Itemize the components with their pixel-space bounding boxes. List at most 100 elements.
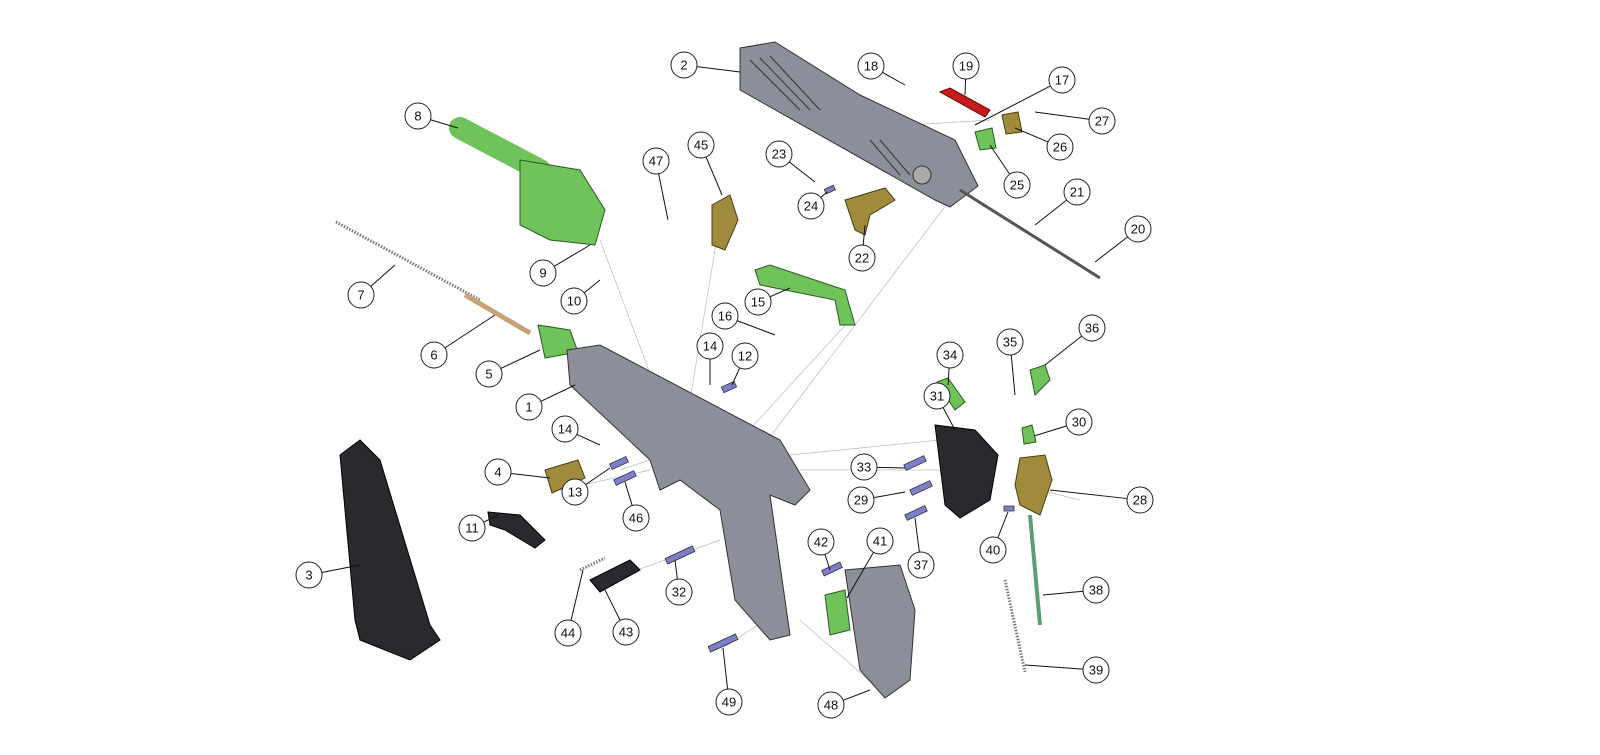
leader-line [846,552,874,599]
balloon-21: 21 [1063,178,1091,206]
balloon-14: 14 [696,332,724,360]
leader-line [862,224,866,246]
takedown-part [544,459,586,494]
balloon-44: 44 [554,619,582,647]
balloon-label: 14 [703,339,717,354]
balloon-label: 32 [672,585,686,600]
leader-line [964,78,967,96]
leader-line [540,384,576,402]
leader-line [873,491,906,499]
balloon-26: 26 [1046,133,1074,161]
slide-stop-part [711,194,739,251]
balloon-31: 31 [923,382,951,410]
leader-line [583,279,601,294]
balloon-25: 25 [1003,171,1031,199]
extractor-part [938,87,991,118]
balloon-12: 12 [731,342,759,370]
leader-line [321,564,361,573]
leader-line [989,144,1011,175]
leader-line [705,156,723,196]
leader-line [604,589,621,621]
balloon-41: 41 [866,527,894,555]
magazine-part [339,439,441,661]
leader-line [483,514,499,523]
balloon-label: 34 [943,348,957,363]
balloon-label: 5 [485,367,492,382]
balloon-40: 40 [979,536,1007,564]
balloon-label: 35 [1003,335,1017,350]
balloon-17: 17 [1048,66,1076,94]
barrel-part [519,159,606,246]
leader-line [624,481,633,506]
leader-lines [321,66,1128,701]
frame-part [566,344,811,641]
balloon-label: 49 [722,695,736,710]
part-22 [844,187,896,236]
balloon-36: 36 [1078,314,1106,342]
balloon-5: 5 [475,360,503,388]
balloon-label: 30 [1072,415,1086,430]
balloon-39: 39 [1082,656,1110,684]
balloon-label: 17 [1055,73,1069,88]
balloon-label: 29 [854,493,868,508]
balloon-42: 42 [807,528,835,556]
balloon-27: 27 [1088,107,1116,135]
balloon-label: 14 [558,422,572,437]
balloon-label: 37 [914,558,928,573]
balloon-label: 9 [539,266,546,281]
leader-line [1094,236,1128,263]
balloon-label: 1 [525,400,532,415]
balloon-2: 2 [670,51,698,79]
balloon-20: 20 [1124,215,1152,243]
balloon-29: 29 [847,486,875,514]
balloon-30: 30 [1065,408,1093,436]
leader-line [1033,425,1067,437]
fire-control-housing-part [934,424,999,519]
leader-line [658,173,669,221]
balloon-label: 8 [414,109,421,124]
balloon-18: 18 [857,52,885,80]
part-26 [1001,111,1023,135]
balloon-label: 12 [738,349,752,364]
leader-line [974,85,1051,126]
balloon-33: 33 [850,453,878,481]
leader-line [1024,664,1084,670]
balloon-7: 7 [347,281,375,309]
balloon-label: 10 [567,294,581,309]
leader-line [444,314,496,349]
balloon-label: 47 [649,154,663,169]
balloon-label: 42 [814,535,828,550]
trigger-bar-part [754,264,856,326]
leader-line [820,191,828,198]
leader-line [510,472,551,479]
balloon-9: 9 [529,259,557,287]
part-30 [1021,424,1037,445]
trigger-part [487,511,546,549]
balloon-label: 45 [694,138,708,153]
balloon-label: 46 [629,511,643,526]
leader-line [370,264,396,287]
leader-line [997,511,1009,539]
leader-line [842,689,871,701]
leader-line [788,161,816,183]
balloon-label: 26 [1053,140,1067,155]
leader-line [882,71,906,86]
balloon-label: 13 [568,485,582,500]
grip-panel-part [844,564,916,699]
leader-line [696,66,741,73]
balloon-46: 46 [622,504,650,532]
part-36 [1029,364,1051,397]
balloon-22: 22 [848,244,876,272]
leader-line [731,367,741,386]
leader-line [824,554,831,571]
leader-line [576,433,601,446]
balloon-label: 25 [1010,178,1024,193]
balloon-47: 47 [642,147,670,175]
balloon-label: 31 [930,389,944,404]
balloon-49: 49 [715,688,743,716]
balloon-23: 23 [765,140,793,168]
balloon-28: 28 [1126,486,1154,514]
balloon-15: 15 [744,288,772,316]
